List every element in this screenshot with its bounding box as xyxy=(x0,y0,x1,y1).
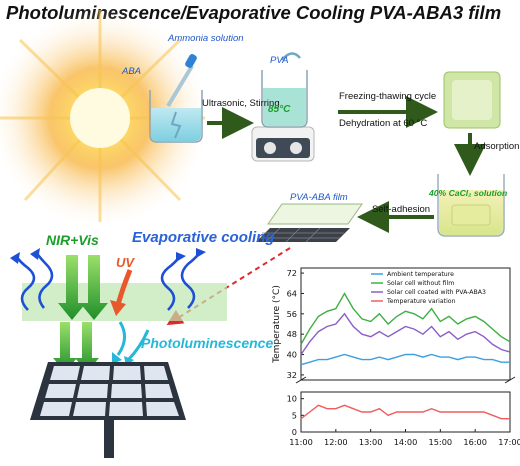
dropper xyxy=(166,54,197,108)
y-tick-label: 48 xyxy=(287,329,297,339)
photoluminescence-arrows xyxy=(116,321,150,362)
x-tick-label: 14:00 xyxy=(394,437,418,447)
film-on-cell xyxy=(256,203,363,243)
y-tick-label: 72 xyxy=(287,268,297,278)
x-tick-label: 11:00 xyxy=(289,437,313,447)
y-axis-label: Temperature (°C) xyxy=(272,285,282,364)
x-tick-label: 17:00 xyxy=(498,437,520,447)
legend-entry: Ambient temperature xyxy=(387,271,454,278)
series-line xyxy=(300,353,510,366)
y-tick-label: 56 xyxy=(287,309,297,319)
y-tick-label: 40 xyxy=(287,350,297,360)
axis-break-mark xyxy=(504,376,516,384)
evaporative-arrows xyxy=(14,251,202,311)
temp-85-label: 85°C xyxy=(268,104,291,115)
legend-entry: Temperature variation xyxy=(386,298,456,305)
series-line xyxy=(300,404,510,420)
y-tick-label: 5 xyxy=(292,410,297,420)
nir-vis-arrows xyxy=(53,255,108,372)
x-tick-label: 15:00 xyxy=(429,437,453,447)
ultrasonic-label: Ultrasonic, Stirring xyxy=(202,98,280,109)
evaporative-label: Evaporative cooling xyxy=(132,229,275,246)
pva-label: PVA xyxy=(270,55,289,66)
series-line xyxy=(300,312,511,355)
legend-entry: Solar cell without film xyxy=(387,280,454,287)
series-line xyxy=(300,292,511,345)
nir-vis-label: NIR+Vis xyxy=(46,232,99,248)
upper-plot-frame xyxy=(300,267,511,381)
ammonia-label: Ammonia solution xyxy=(168,33,244,44)
x-tick-label: 16:00 xyxy=(463,437,487,447)
cacl2-label: 40% CaCl₂ solution xyxy=(429,188,508,198)
uv-label: UV xyxy=(116,255,135,270)
photoluminescence-label: Photoluminescence xyxy=(141,335,274,351)
beaker-cacl2 xyxy=(437,174,505,237)
y-tick-label: 64 xyxy=(287,288,297,298)
freezing-label: Freezing-thawing cycle xyxy=(339,91,437,102)
hydrogel-tile xyxy=(443,71,501,129)
beaker-aba xyxy=(149,90,203,143)
x-tick-label: 13:00 xyxy=(359,437,383,447)
self-adhesion-label: Self-adhesion xyxy=(372,204,431,215)
axis-break-mark xyxy=(295,376,307,384)
aba-label: ABA xyxy=(122,66,142,77)
solar-panel xyxy=(30,362,186,458)
sun-core xyxy=(70,88,130,148)
x-tick-label: 12:00 xyxy=(324,437,348,447)
legend-entry: Solar cell coated with PVA-ABA3 xyxy=(387,289,486,296)
y-tick-label: 10 xyxy=(287,394,297,404)
adsorption-label: Adsorption xyxy=(474,141,520,152)
y-tick-label: 32 xyxy=(287,370,297,380)
dehydration-label: Dehydration at 60 °C xyxy=(339,118,428,129)
hot-plate-stirrer xyxy=(251,52,315,162)
film-label: PVA-ABA film xyxy=(290,192,348,203)
y-tick-label: 0 xyxy=(292,427,297,437)
